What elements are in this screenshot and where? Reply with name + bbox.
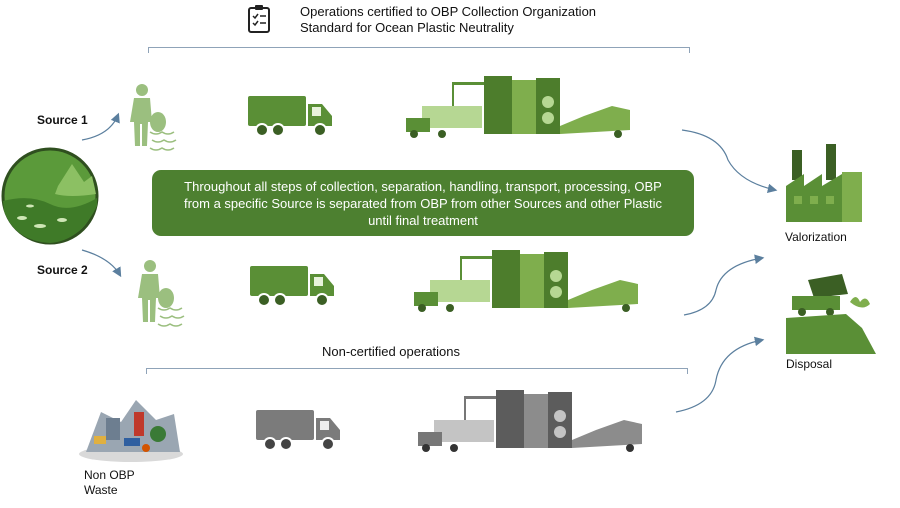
person-collecting-icon xyxy=(136,258,194,343)
waste-line-2: Waste xyxy=(84,483,135,498)
arrow-source2 xyxy=(82,250,120,275)
noncertified-bracket xyxy=(146,368,688,369)
processing-facility-icon xyxy=(402,76,642,145)
arrow-to-disposal xyxy=(676,340,762,412)
banner-line-2: from a specific Source is separated from… xyxy=(172,195,674,212)
disposal-label: Disposal xyxy=(786,357,832,371)
waste-label: Non OBP Waste xyxy=(84,468,135,498)
waste-line-1: Non OBP xyxy=(84,468,135,483)
waste-pile-icon xyxy=(76,392,186,471)
factory-icon xyxy=(786,142,862,227)
landfill-dump-truck-icon xyxy=(786,272,878,359)
valorization-label: Valorization xyxy=(785,230,847,244)
banner-line-3: until final treatment xyxy=(172,212,674,229)
collection-truck-icon xyxy=(254,406,342,459)
collection-truck-icon xyxy=(246,92,334,145)
person-collecting-icon xyxy=(128,82,186,167)
collection-truck-icon xyxy=(248,262,336,315)
processing-facility-icon xyxy=(410,250,650,319)
separation-banner: Throughout all steps of collection, sepa… xyxy=(152,170,694,236)
arrow-source1 xyxy=(82,115,118,140)
banner-line-1: Throughout all steps of collection, sepa… xyxy=(172,178,674,195)
processing-facility-icon xyxy=(414,390,654,459)
arrow-to-valorization-1 xyxy=(682,130,775,190)
noncertified-label: Non-certified operations xyxy=(322,344,460,359)
arrow-to-valorization-2 xyxy=(684,258,762,315)
